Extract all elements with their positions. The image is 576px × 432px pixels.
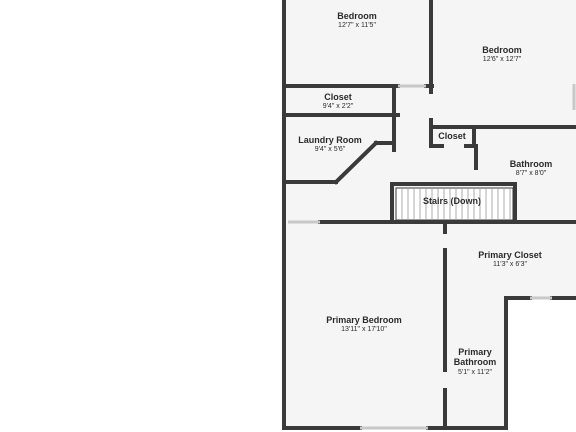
room-name: Primary Closet — [478, 250, 542, 260]
room-closet-2: Closet — [438, 131, 466, 141]
openings — [288, 84, 576, 430]
room-name: Bathroom — [509, 159, 553, 169]
room-dimensions: 9'4" x 5'6" — [314, 146, 346, 154]
room-laundry: Laundry Room 9'4" x 5'6" — [298, 135, 362, 154]
room-name: Closet — [324, 92, 352, 102]
room-dimensions: 13'11" x 17'10" — [341, 326, 387, 334]
room-dimensions: 12'7" x 11'5" — [338, 22, 376, 30]
room-primary-bedroom: Primary Bedroom 13'11" x 17'10" — [326, 315, 402, 334]
walls — [282, 0, 576, 430]
room-name: Closet — [438, 131, 466, 141]
room-name: Bedroom — [337, 11, 377, 21]
room-name: Bedroom — [482, 45, 522, 55]
stairs — [395, 187, 514, 221]
room-primary-closet: Primary Closet 11'3" x 6'3" — [478, 250, 542, 269]
room-closet-1: Closet 9'4" x 2'2" — [323, 92, 354, 111]
room-primary-bathroom: Primary Bathroom 5'1" x 11'2" — [454, 347, 497, 377]
room-bedroom-2: Bedroom 12'6" x 12'7" — [482, 45, 522, 64]
room-dimensions: 9'4" x 2'2" — [322, 103, 354, 111]
room-name-line-1: Primary — [458, 347, 492, 357]
room-dimensions: 5'1" x 11'2" — [458, 368, 492, 376]
room-dimensions: 12'6" x 12'7" — [482, 56, 522, 64]
room-dimensions: 11'3" x 6'3" — [493, 261, 527, 269]
room-name: Stairs (Down) — [422, 196, 482, 206]
room-name-line-2: Bathroom — [453, 357, 497, 368]
room-name: Laundry Room — [298, 135, 362, 145]
room-name: Primary Bedroom — [326, 315, 402, 325]
room-bathroom: Bathroom 8'7" x 8'0" — [510, 159, 553, 178]
room-bedroom-1: Bedroom 12'7" x 11'5" — [337, 11, 377, 30]
room-dimensions: 8'7" x 8'0" — [515, 170, 547, 178]
room-stairs: Stairs (Down) — [423, 196, 481, 206]
